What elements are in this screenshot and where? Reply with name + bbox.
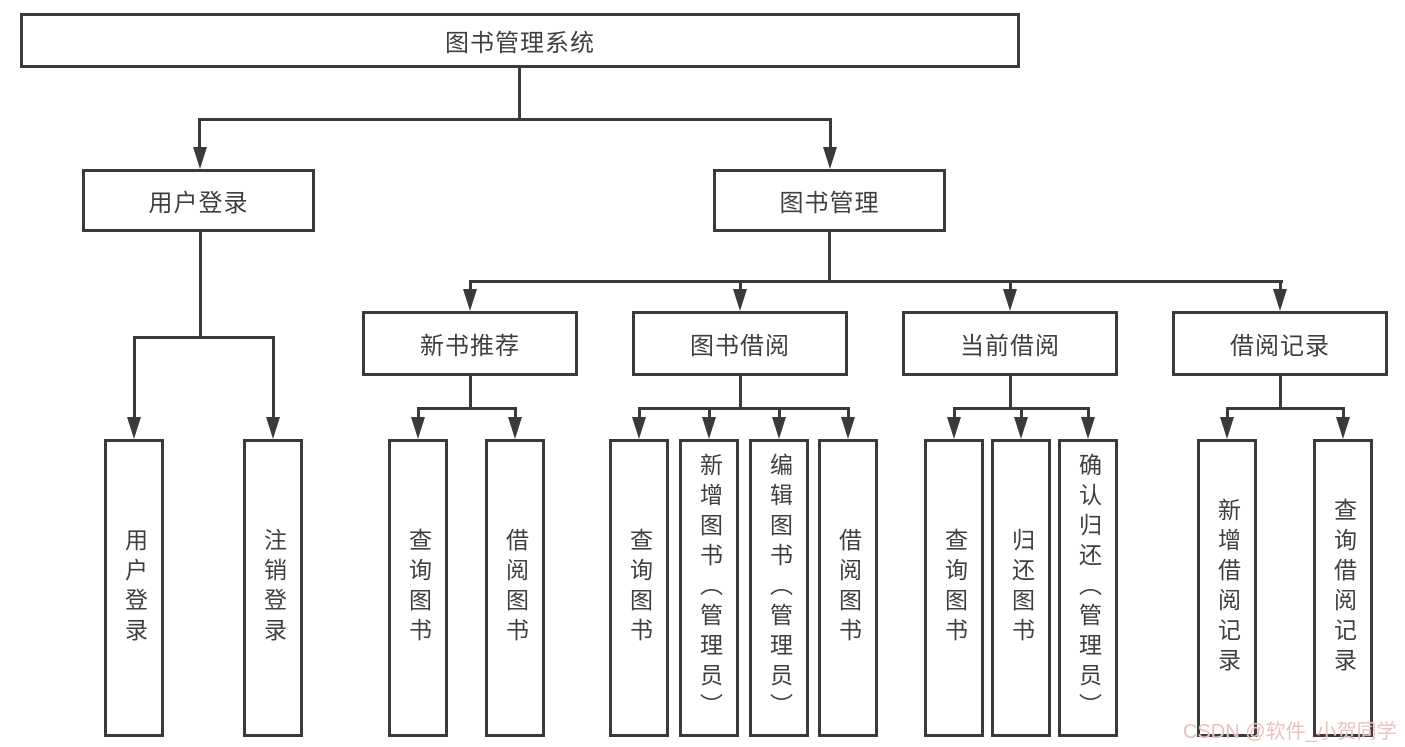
node-new-book-recommend: 新书推荐 xyxy=(362,311,578,376)
arrow-down-icon xyxy=(823,147,837,169)
edge-new-book-rec-stem xyxy=(469,376,472,407)
arrow-down-icon xyxy=(266,417,280,439)
arrow-down-icon xyxy=(193,147,207,169)
node-label: 查询图书 xyxy=(626,528,653,648)
arrow-down-icon xyxy=(841,417,855,439)
leaf-borrow-book: 借阅图书 xyxy=(818,439,878,737)
node-label: 借阅图书 xyxy=(835,528,862,648)
node-label: 当前借阅 xyxy=(960,333,1060,360)
edge-leaf xyxy=(514,407,517,419)
edge-to-current-borrow xyxy=(1009,280,1012,291)
edge-user-login-rail xyxy=(133,336,275,339)
node-label: 查询图书 xyxy=(405,528,432,648)
edge-leaf xyxy=(638,407,641,419)
edge-borrow-record-stem xyxy=(1279,376,1282,407)
edge-leaf xyxy=(1087,407,1090,419)
edge-current-borrow-stem xyxy=(1009,376,1012,407)
node-current-borrow: 当前借阅 xyxy=(902,311,1118,376)
node-label: 编辑图书（管理员） xyxy=(766,453,793,723)
node-label: 新书推荐 xyxy=(420,333,520,360)
arrow-down-icon xyxy=(1220,417,1234,439)
leaf-add-borrow-record: 新增借阅记录 xyxy=(1197,439,1257,737)
edge-leaf xyxy=(778,407,781,419)
leaf-user-login: 用户登录 xyxy=(104,439,164,737)
edge-root-rail xyxy=(198,118,832,121)
edge-leaf xyxy=(1342,407,1345,419)
node-label: 查询借阅记录 xyxy=(1330,498,1357,678)
arrow-down-icon xyxy=(632,417,646,439)
leaf-logout: 注销登录 xyxy=(243,439,303,737)
edge-leaf xyxy=(1226,407,1229,419)
edge-to-leaf-user-login xyxy=(133,336,136,419)
arrow-down-icon xyxy=(1014,417,1028,439)
arrow-down-icon xyxy=(947,417,961,439)
csdn-watermark: CSDN @软件_小贺同学 xyxy=(1183,721,1397,743)
arrow-down-icon xyxy=(1336,417,1350,439)
arrow-down-icon xyxy=(772,417,786,439)
edge-book-mgmt-rail xyxy=(469,280,1283,283)
node-library-management-system: 图书管理系统 xyxy=(20,13,1020,68)
arrow-down-icon xyxy=(1081,417,1095,439)
leaf-recommend-borrow-book: 借阅图书 xyxy=(485,439,545,737)
edge-new-book-rec-rail xyxy=(417,407,517,410)
leaf-return-book: 归还图书 xyxy=(991,439,1051,737)
node-label: 查询图书 xyxy=(941,528,968,648)
node-label: 注销登录 xyxy=(260,528,287,648)
node-label: 新增借阅记录 xyxy=(1214,498,1241,678)
node-book-borrow: 图书借阅 xyxy=(632,311,848,376)
node-user-login: 用户登录 xyxy=(82,169,315,232)
arrow-down-icon xyxy=(1003,289,1017,311)
arrow-down-icon xyxy=(508,417,522,439)
leaf-recommend-query-book: 查询图书 xyxy=(388,439,448,737)
leaf-confirm-return-admin: 确认归还（管理员） xyxy=(1058,439,1118,737)
node-label: 借阅图书 xyxy=(502,528,529,648)
edge-to-new-book-rec xyxy=(469,280,472,291)
node-label: 图书借阅 xyxy=(690,333,790,360)
edge-root-to-book-mgmt xyxy=(829,118,832,149)
leaf-current-query-book: 查询图书 xyxy=(924,439,984,737)
edge-to-book-borrow xyxy=(739,280,742,291)
arrow-down-icon xyxy=(127,417,141,439)
arrow-down-icon xyxy=(1273,289,1287,311)
node-label: 确认归还（管理员） xyxy=(1075,453,1102,723)
arrow-down-icon xyxy=(733,289,747,311)
leaf-add-book-admin: 新增图书（管理员） xyxy=(679,439,739,737)
edge-user-login-stem xyxy=(199,232,202,336)
leaf-query-borrow-record: 查询借阅记录 xyxy=(1313,439,1373,737)
node-label: 用户登录 xyxy=(121,528,148,648)
edge-to-leaf-logout xyxy=(272,336,275,419)
node-label: 图书管理 xyxy=(779,190,880,217)
node-borrow-record: 借阅记录 xyxy=(1172,311,1388,376)
edge-book-borrow-rail xyxy=(638,407,850,410)
edge-to-borrow-record xyxy=(1279,280,1282,291)
edge-book-borrow-stem xyxy=(739,376,742,407)
edge-leaf xyxy=(1020,407,1023,419)
edge-book-mgmt-stem xyxy=(828,232,831,280)
edge-leaf xyxy=(847,407,850,419)
edge-borrow-record-rail xyxy=(1226,407,1345,410)
leaf-edit-book-admin: 编辑图书（管理员） xyxy=(749,439,809,737)
edge-leaf xyxy=(953,407,956,419)
arrow-down-icon xyxy=(411,417,425,439)
node-label: 归还图书 xyxy=(1008,528,1035,648)
leaf-borrow-query-book: 查询图书 xyxy=(609,439,669,737)
arrow-down-icon xyxy=(702,417,716,439)
edge-leaf xyxy=(417,407,420,419)
edge-root-to-user-login xyxy=(198,118,201,149)
node-label: 图书管理系统 xyxy=(445,30,595,57)
node-label: 新增图书（管理员） xyxy=(696,453,723,723)
edge-leaf xyxy=(708,407,711,419)
edge-root-stem xyxy=(518,68,521,118)
node-book-management: 图书管理 xyxy=(713,169,946,232)
node-label: 用户登录 xyxy=(148,190,249,217)
arrow-down-icon xyxy=(463,289,477,311)
node-label: 借阅记录 xyxy=(1230,333,1330,360)
